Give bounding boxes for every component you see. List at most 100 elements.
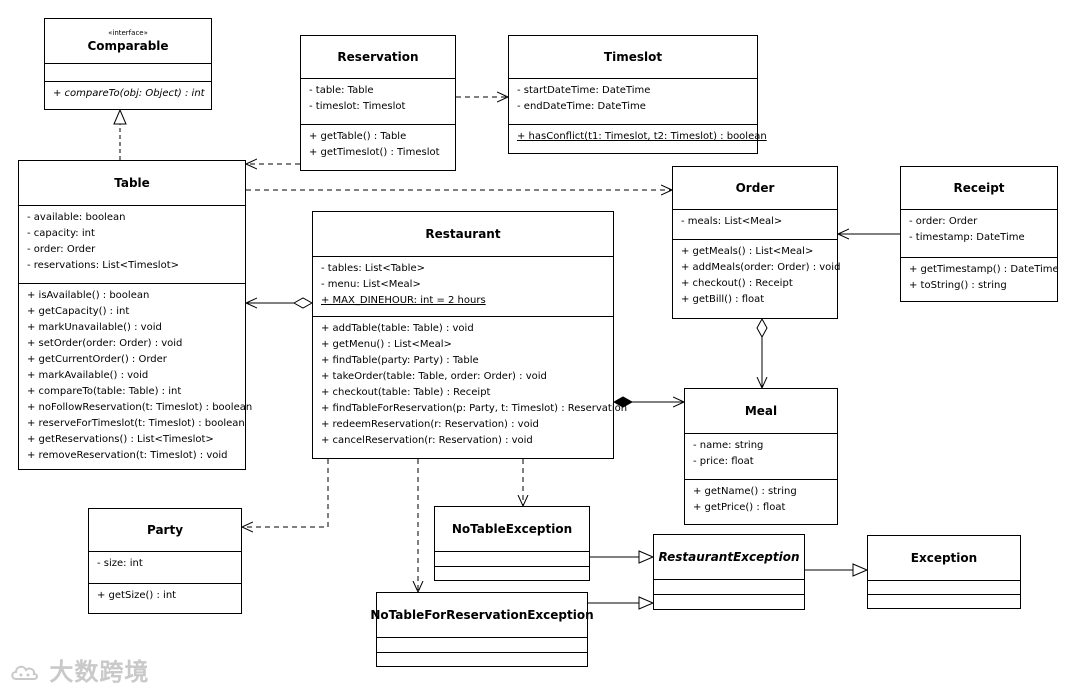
attribute: - timeslot: Timeslot [309, 101, 406, 112]
attribute: - order: Order [27, 244, 96, 255]
class-timeslot[interactable]: Timeslot - startDateTime: DateTime - end… [508, 35, 767, 154]
attributes-compartment [45, 64, 211, 82]
cloud-logo-icon [11, 665, 38, 680]
attribute: - capacity: int [27, 228, 95, 239]
class-header: RestaurantException [654, 535, 804, 580]
class-name: Exception [910, 551, 978, 565]
class-restaurant-exception[interactable]: RestaurantException [653, 534, 805, 610]
method: + getMenu() : List<Meal> [321, 339, 452, 350]
method: + getSize() : int [97, 590, 177, 601]
method: + addTable(table: Table) : void [321, 323, 474, 334]
stereotype-label: «interface» [108, 28, 148, 37]
class-header: Timeslot [509, 36, 757, 79]
class-header: NoTableException [435, 507, 589, 552]
method: + isAvailable() : boolean [27, 290, 150, 301]
method: + cancelReservation(r: Reservation) : vo… [321, 435, 533, 446]
method: + compareTo(table: Table) : int [27, 386, 182, 397]
class-name: Order [735, 181, 775, 195]
attributes-compartment: - size: int [89, 552, 241, 584]
method: + getName() : string [693, 486, 797, 497]
class-header: Restaurant [313, 212, 613, 257]
class-name: RestaurantException [658, 550, 800, 564]
class-no-table-for-reservation-exception[interactable]: NoTableForReservationException [370, 592, 594, 667]
method: + getCurrentOrder() : Order [27, 354, 167, 365]
methods-compartment: + getSize() : int [89, 584, 241, 608]
class-no-table-exception[interactable]: NoTableException [434, 506, 590, 581]
attribute: - startDateTime: DateTime [517, 85, 651, 96]
methods-compartment [654, 595, 804, 610]
methods-compartment: + getName() : string + getPrice() : floa… [685, 480, 837, 520]
class-reservation[interactable]: Reservation - table: Table - timeslot: T… [300, 35, 456, 171]
attributes-compartment: - available: boolean - capacity: int - o… [19, 206, 245, 284]
watermark: 大数跨境 [10, 652, 149, 687]
method: + markAvailable() : void [27, 370, 149, 381]
attribute: - size: int [97, 558, 143, 569]
class-name: NoTableForReservationException [370, 608, 594, 622]
methods-compartment: + compareTo(obj: Object) : int [45, 82, 211, 106]
attribute: - price: float [693, 456, 754, 467]
attributes-compartment: - tables: List<Table> - menu: List<Meal>… [313, 257, 613, 317]
methods-compartment: + getTimestamp() : DateTime + toString()… [901, 258, 1059, 298]
class-header: Order [673, 167, 837, 210]
class-header: «interface» Comparable [45, 19, 211, 64]
class-table[interactable]: Table - available: boolean - capacity: i… [18, 160, 253, 470]
class-restaurant[interactable]: Restaurant - tables: List<Table> - menu:… [312, 211, 628, 459]
attribute: - menu: List<Meal> [321, 279, 421, 290]
method: + removeReservation(t: Timeslot) : void [27, 450, 228, 461]
watermark-text: 大数跨境 [49, 658, 150, 686]
method: + reserveForTimeslot(t: Timeslot) : bool… [27, 418, 245, 429]
method: + addMeals(order: Order) : void [681, 262, 841, 273]
method: + compareTo(obj: Object) : int [53, 88, 205, 99]
methods-compartment: + isAvailable() : boolean + getCapacity(… [19, 284, 253, 468]
class-header: Exception [868, 536, 1020, 581]
attribute: - name: string [693, 440, 764, 451]
method: + redeemReservation(r: Reservation) : vo… [321, 419, 539, 430]
attributes-compartment: - meals: List<Meal> [673, 210, 837, 240]
attributes-compartment: - name: string - price: float [685, 434, 837, 480]
attributes-compartment [868, 581, 1020, 595]
attributes-compartment: - order: Order - timestamp: DateTime [901, 210, 1057, 258]
class-exception[interactable]: Exception [867, 535, 1021, 609]
attribute: - available: boolean [27, 212, 126, 223]
method: + setOrder(order: Order) : void [27, 338, 183, 349]
attribute: - order: Order [909, 216, 978, 227]
dependency-restaurant-party [242, 459, 329, 527]
method: + hasConflict(t1: Timeslot, t2: Timeslot… [517, 131, 767, 142]
method: + findTable(party: Party) : Table [321, 355, 479, 366]
class-header: Party [89, 509, 241, 552]
method: + getCapacity() : int [27, 306, 130, 317]
method: + getTable() : Table [309, 131, 407, 142]
class-party[interactable]: Party - size: int + getSize() : int [88, 508, 242, 614]
attribute: - reservations: List<Timeslot> [27, 260, 180, 271]
method: + getTimestamp() : DateTime [909, 264, 1059, 275]
method: + checkout(table: Table) : Receipt [321, 387, 491, 398]
class-name: Party [146, 523, 184, 537]
class-header: NoTableForReservationException [370, 593, 594, 638]
class-name: Receipt [953, 181, 1005, 195]
class-header: Receipt [901, 167, 1057, 210]
class-header: Meal [685, 389, 837, 434]
class-header: Table [19, 161, 245, 206]
methods-compartment: + getTable() : Table + getTimeslot() : T… [301, 125, 455, 165]
method: + getBill() : float [681, 294, 765, 305]
method: + noFollowReservation(t: Timeslot) : boo… [27, 402, 253, 413]
attribute: - tables: List<Table> [321, 263, 425, 274]
methods-compartment: + getMeals() : List<Meal> + addMeals(ord… [673, 240, 841, 312]
attribute: - table: Table [309, 85, 374, 96]
class-name: Reservation [337, 50, 419, 64]
class-meal[interactable]: Meal - name: string - price: float + get… [684, 388, 838, 525]
method: + getMeals() : List<Meal> [681, 246, 814, 257]
class-comparable[interactable]: «interface» Comparable + compareTo(obj: … [44, 18, 212, 110]
class-name: Meal [744, 404, 778, 418]
class-order[interactable]: Order - meals: List<Meal> + getMeals() :… [672, 166, 841, 319]
attribute: - endDateTime: DateTime [517, 101, 646, 112]
class-name: Restaurant [425, 227, 501, 241]
class-receipt[interactable]: Receipt - order: Order - timestamp: Date… [900, 166, 1059, 302]
methods-compartment [377, 653, 587, 667]
method: + getPrice() : float [693, 502, 786, 513]
method: + findTableForReservation(p: Party, t: T… [321, 403, 628, 414]
methods-compartment [868, 595, 1020, 609]
class-name: NoTableException [451, 522, 573, 536]
method: + getReservations() : List<Timeslot> [27, 434, 214, 445]
attribute: - meals: List<Meal> [681, 216, 783, 227]
